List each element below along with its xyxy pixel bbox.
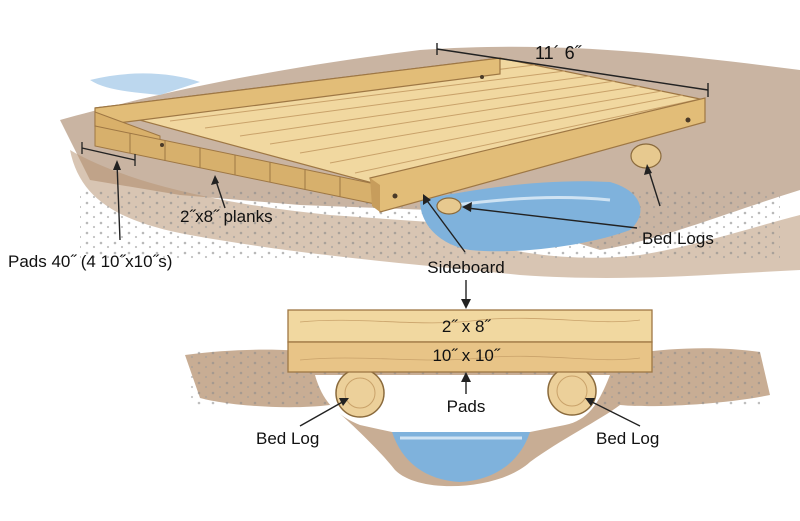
bed-log-right-label: Bed Log <box>596 429 660 448</box>
section-water <box>392 432 530 482</box>
bed-log-right-shape <box>547 366 597 416</box>
sideboard-right-end <box>370 178 380 212</box>
planks-label: 2˝x8˝ planks <box>180 207 273 226</box>
stream-highlight <box>454 196 611 207</box>
bolts <box>160 75 691 199</box>
length-label: 11´ 6˝ <box>535 43 581 63</box>
bed-log-left-label: Bed Log <box>256 429 320 448</box>
section-gap <box>315 375 610 432</box>
board-2x8 <box>287 309 653 343</box>
board-10x10 <box>287 341 653 373</box>
stream-back <box>90 73 200 95</box>
leader-lines-top <box>116 162 661 253</box>
arrowheads-bottom <box>339 299 595 406</box>
board-grain <box>299 317 641 361</box>
dimension-line <box>436 43 709 97</box>
bed-logs-label: Bed Logs <box>642 229 714 248</box>
board-top-label: 2˝ x 8˝ <box>441 317 491 336</box>
plank-end-divisions <box>129 133 341 197</box>
pads-dimension <box>81 142 136 166</box>
sideboard-label: Sideboard <box>427 258 505 277</box>
bed-log-left-shape <box>335 368 385 418</box>
arrowheads-top <box>113 160 652 212</box>
board-bottom-label: 10˝ x 10˝ <box>432 346 500 365</box>
pads-label: Pads <box>446 397 486 416</box>
pads-note-label: Pads 40˝ (4 10˝x10˝s) <box>8 252 173 271</box>
